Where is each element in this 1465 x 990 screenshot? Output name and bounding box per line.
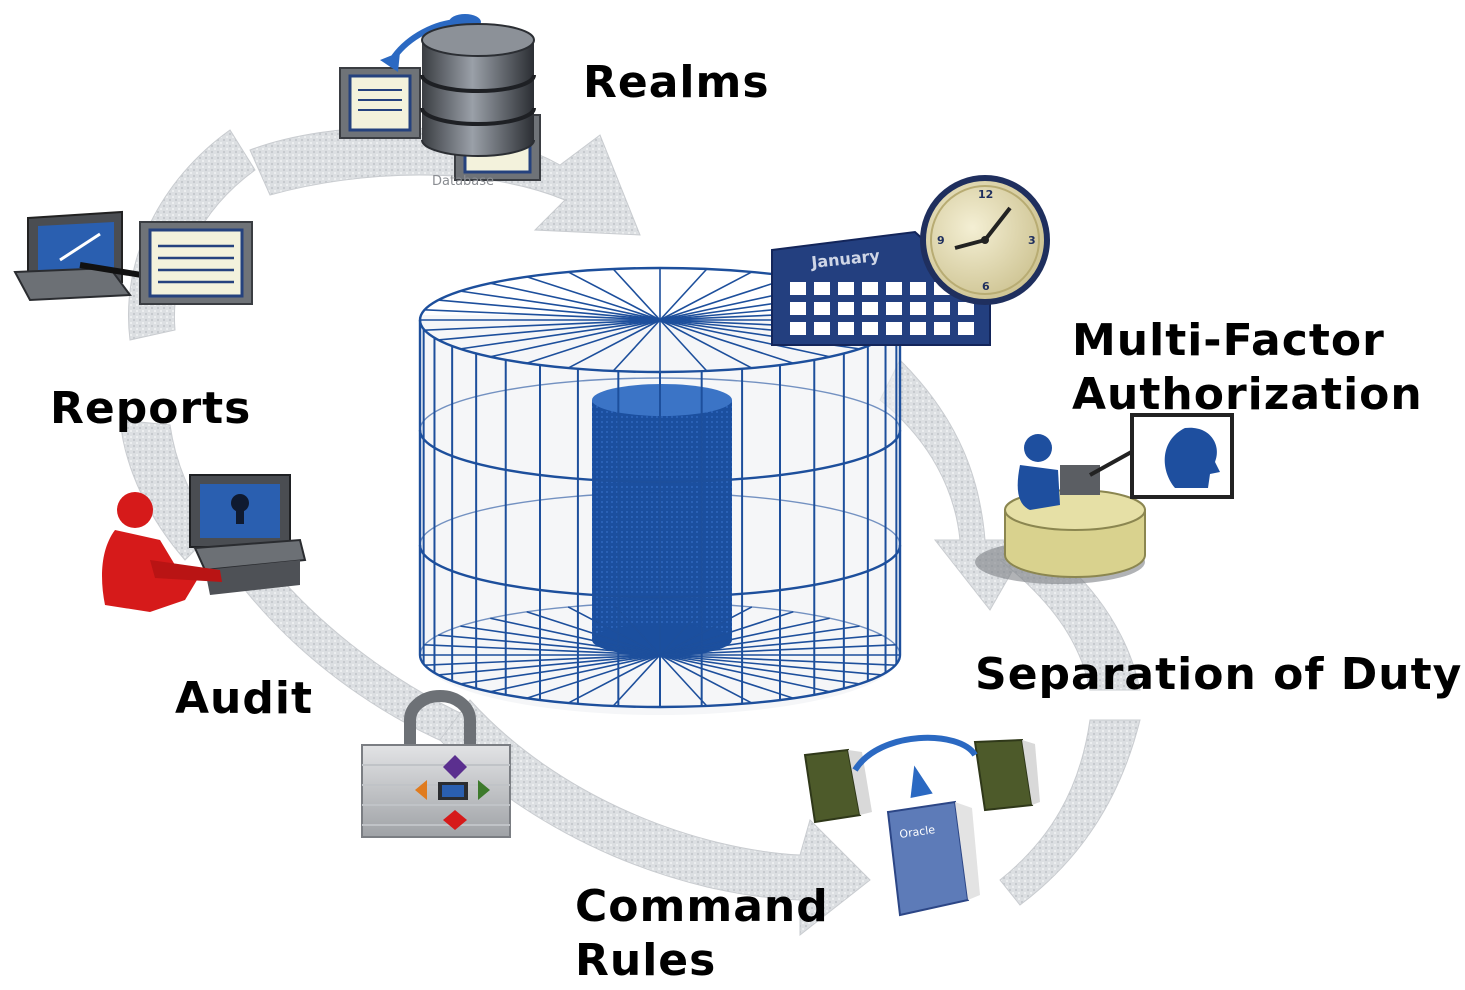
calendar-cell	[886, 302, 902, 315]
cage-spoke	[659, 654, 794, 699]
cage-bars	[422, 329, 898, 707]
calendar-cell	[814, 322, 830, 335]
computer-icon	[13, 210, 253, 305]
cage-spoke	[424, 654, 661, 666]
cage-spoke	[526, 611, 661, 656]
svg-text:12: 12	[978, 188, 993, 201]
cage-spoke	[526, 276, 661, 321]
cage-spoke	[612, 268, 661, 321]
calendar-cell	[958, 322, 974, 335]
calendar-cell	[862, 282, 878, 295]
cage-spoke	[567, 606, 661, 656]
label-realms: Realms	[583, 57, 770, 108]
cage-spoke	[659, 654, 830, 693]
calendar-cell	[814, 282, 830, 295]
cage-spoke	[659, 654, 896, 666]
biometric-desk-icon	[975, 413, 1234, 584]
cage-spoke	[659, 644, 896, 656]
book-title: Oracle	[899, 823, 936, 841]
calendar-cell	[910, 322, 926, 335]
label-separation-of-duty: Separation of Duty	[975, 649, 1463, 700]
cage-spoke	[460, 290, 661, 321]
calendar-cell	[790, 322, 806, 335]
cage-spoke	[490, 654, 661, 693]
calendar-cell	[958, 302, 974, 315]
locked-case-icon	[361, 690, 511, 838]
cage-spoke	[659, 319, 830, 358]
cage-spoke	[659, 271, 753, 321]
cage-spoke	[659, 319, 708, 372]
database-icon: Database	[339, 14, 541, 189]
calendar-cell	[910, 282, 926, 295]
cage-spoke	[659, 319, 794, 364]
label-multi-factor-authorization: Multi-Factor Authorization	[1072, 314, 1423, 422]
calendar-cell	[862, 322, 878, 335]
cage-spoke	[659, 634, 882, 656]
calendar-cell	[886, 282, 902, 295]
cage-spoke	[490, 282, 661, 321]
cage-spoke	[612, 603, 661, 656]
cage-spoke	[659, 603, 708, 656]
calendar-cell	[838, 322, 854, 335]
label-cmd-line2: Rules	[575, 935, 717, 986]
label-cmd-line1: Command	[575, 881, 829, 932]
cage-spoke	[612, 319, 661, 372]
cage-spoke	[567, 319, 661, 369]
cage-spoke	[460, 625, 661, 656]
auditor-user-icon	[102, 474, 307, 612]
cage-spoke	[659, 319, 753, 369]
cage-spoke	[438, 319, 661, 341]
cage-spoke	[460, 654, 661, 685]
cage-spoke	[438, 299, 661, 321]
cage-spoke	[659, 654, 753, 704]
core-database-column	[592, 384, 732, 656]
cage-spoke	[424, 644, 661, 656]
cage-spokes-bottom	[420, 603, 900, 707]
cage-spoke	[659, 611, 794, 656]
cage-spoke	[438, 634, 661, 656]
svg-text:6: 6	[982, 280, 990, 293]
cage-spoke	[567, 654, 661, 704]
calendar-clock-icon: January 123 69	[771, 175, 1050, 346]
calendar-cell	[862, 302, 878, 315]
cage-spoke	[659, 654, 882, 676]
cage-spoke	[659, 268, 708, 321]
calendar-cell	[790, 302, 806, 315]
cage-spoke	[659, 654, 708, 707]
calendar-cell	[910, 302, 926, 315]
books-icon: Oracle	[803, 734, 1040, 917]
label-mfa-line2: Authorization	[1072, 369, 1423, 420]
cage-spoke	[424, 319, 661, 331]
cage-spoke	[490, 319, 661, 358]
label-mfa-line1: Multi-Factor	[1072, 315, 1385, 366]
cage-spoke	[659, 617, 830, 656]
calendar-cell	[814, 302, 830, 315]
cage-spoke	[567, 271, 661, 321]
calendar-cell	[934, 302, 950, 315]
label-reports: Reports	[50, 383, 252, 434]
calendar-cell	[934, 322, 950, 335]
cage-spoke	[490, 617, 661, 656]
calendar-cell	[886, 322, 902, 335]
svg-text:3: 3	[1028, 234, 1036, 247]
cage-spoke	[526, 654, 661, 699]
label-audit: Audit	[175, 673, 313, 724]
database-caption: Database	[432, 174, 494, 189]
calendar-cell	[790, 282, 806, 295]
cage-spoke	[612, 654, 661, 707]
svg-text:9: 9	[937, 234, 945, 247]
cage-spoke	[659, 625, 860, 656]
cage-spoke	[460, 319, 661, 350]
cage-spoke	[424, 309, 661, 321]
calendar-cell	[838, 282, 854, 295]
cage-spoke	[526, 319, 661, 364]
cage-spoke	[659, 654, 860, 685]
cage-spoke	[438, 654, 661, 676]
label-command-rules: Command Rules	[575, 880, 829, 988]
cage-spoke	[659, 606, 753, 656]
calendar-cell	[838, 302, 854, 315]
